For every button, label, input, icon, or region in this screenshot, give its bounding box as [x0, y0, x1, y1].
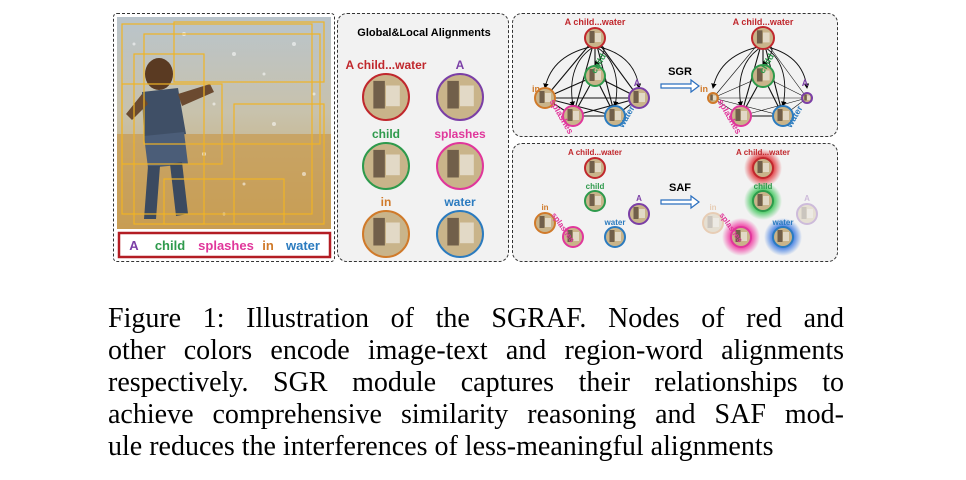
sgr-right-node-in: [707, 92, 719, 104]
saf-right-label-global: A child...water: [736, 148, 790, 157]
saf-right-node-in: [702, 212, 724, 234]
sgr-right-node-splashes: [730, 105, 752, 127]
graph-arrow: [762, 45, 787, 107]
sgr-right-node-a: [801, 92, 813, 104]
graph-edge: [544, 97, 616, 117]
sgr-arrow-shape: [660, 78, 700, 94]
saf-right-label-water: water: [772, 218, 794, 227]
sgr-right-node-water: [772, 105, 794, 127]
saf-right-node-water: [772, 226, 794, 248]
photo-caption-box: [117, 231, 332, 259]
alignment-panel: Global&Local Alignments A child...water A…: [337, 13, 509, 262]
saf-left-label-a: A: [636, 194, 642, 203]
sgr-left-node-water: [604, 105, 626, 127]
alignment-label-a: A: [456, 58, 465, 72]
sgr-left-label-child: child: [589, 52, 608, 75]
sgr-right-label-a: A: [802, 78, 809, 88]
graph-edge: [740, 97, 808, 117]
saf-right-label-in: in: [709, 203, 716, 212]
alignment-label-splashes: splashes: [434, 127, 486, 141]
caption-word-child: child: [155, 238, 185, 253]
graph-edge: [712, 97, 784, 117]
graph-arrow: [711, 45, 764, 89]
caption-word-in: in: [262, 238, 274, 253]
sgr-left-node-a: [628, 87, 650, 109]
graph-arrow: [569, 45, 596, 107]
sgr-left-label-global: A child...water: [565, 17, 626, 27]
sgr-right-node-global: [751, 26, 775, 50]
saf-left-node-child: [584, 190, 606, 212]
alignment-node-a: [436, 73, 484, 121]
alignment-node-splashes: [436, 142, 484, 190]
saf-right-node-child: [752, 190, 774, 212]
saf-right-label-child: child: [754, 182, 773, 191]
caption-word-a: A: [129, 238, 139, 253]
alignment-label-global: A child...water: [346, 58, 427, 72]
saf-left-label-global: A child...water: [568, 148, 622, 157]
alignment-node-water: [436, 210, 484, 258]
graph-arrow: [594, 45, 642, 89]
sgr-arrow: SGR: [660, 66, 700, 94]
graph-edge: [572, 37, 596, 117]
photo-panel: A child splashes in water: [113, 13, 335, 262]
saf-arrow: SAF: [660, 182, 700, 210]
saf-right-node-splashes: [730, 226, 752, 248]
saf-right-node-a: [796, 203, 818, 225]
saf-left-node-global: [584, 157, 606, 179]
caption-line: ule reduces the interferences of less-me…: [108, 431, 774, 462]
alignment-panel-graphic: Global&Local Alignments A child...water A…: [346, 27, 491, 258]
alignment-label-water: water: [443, 195, 476, 209]
saf-arrow-label: SAF: [669, 182, 691, 194]
sgr-left-node-child: [584, 65, 606, 87]
saf-right-label-a: A: [804, 194, 810, 203]
caption-word-water: water: [285, 238, 320, 253]
graph-arrow: [543, 45, 596, 89]
saf-arrow-shape: [660, 194, 700, 210]
graph-arrow: [762, 45, 810, 89]
graph-arrow: [594, 45, 619, 107]
caption-line: Figure 1: Illustration of the SGRAF. Nod…: [108, 303, 844, 334]
alignment-panel-title: Global&Local Alignments: [357, 27, 490, 39]
alignment-label-in: in: [381, 195, 392, 209]
sgr-left-node-global: [584, 27, 606, 49]
saf-left-label-child: child: [586, 182, 605, 191]
sgr-left-label-in: in: [532, 84, 540, 94]
saf-left-node-water: [604, 226, 626, 248]
figure-caption: Figure 1: Illustration of the SGRAF. Nod…: [108, 303, 844, 463]
caption-line: achieve comprehensive similarity reasoni…: [108, 399, 844, 430]
sgr-right-node-child: [751, 64, 775, 88]
sgr-arrow-label: SGR: [668, 66, 692, 78]
saf-left-node-splashes: [562, 226, 584, 248]
sgr-left-label-a: A: [634, 78, 641, 88]
graph-edge: [572, 97, 640, 117]
alignment-node-global: [362, 73, 410, 121]
saf-left-node-a: [628, 203, 650, 225]
sgr-right-label-in: in: [700, 84, 708, 94]
saf-left-node-in: [534, 212, 556, 234]
photo-panel-graphic: A child splashes in water: [117, 17, 332, 259]
photo-image: [117, 17, 331, 229]
caption-word-splashes: splashes: [198, 238, 254, 253]
caption-line: respectively. SGR module captures their …: [108, 367, 844, 398]
graph-arrow: [737, 45, 764, 107]
caption-line: other colors encode image-text and regio…: [108, 335, 844, 366]
sgr-left-node-in: [534, 87, 556, 109]
alignment-node-in: [362, 210, 410, 258]
alignment-label-child: child: [372, 127, 400, 141]
saf-right-node-global: [752, 157, 774, 179]
saf-left-label-in: in: [541, 203, 548, 212]
saf-left-label-water: water: [604, 218, 626, 227]
sgr-left-node-splashes: [562, 105, 584, 127]
alignment-node-child: [362, 142, 410, 190]
sgr-right-label-global: A child...water: [733, 17, 794, 27]
